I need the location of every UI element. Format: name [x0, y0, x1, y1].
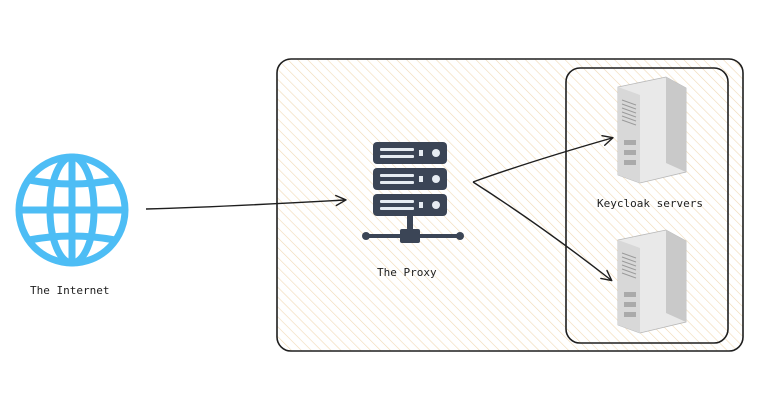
keycloak-servers-label: Keycloak servers: [597, 197, 703, 210]
server-tower-icon-top: [617, 76, 687, 184]
internet-label: The Internet: [30, 284, 110, 297]
keycloak-group: [565, 67, 729, 344]
globe-icon: [15, 153, 129, 267]
proxy-label: The Proxy: [377, 266, 437, 279]
server-tower-icon-bottom: [617, 229, 687, 334]
arrow-internet-to-proxy: [145, 194, 347, 210]
server-rack-icon: [362, 142, 464, 243]
arrow-proxy-to-server-bottom: [472, 181, 613, 282]
arrow-proxy-to-server-top: [472, 134, 614, 183]
